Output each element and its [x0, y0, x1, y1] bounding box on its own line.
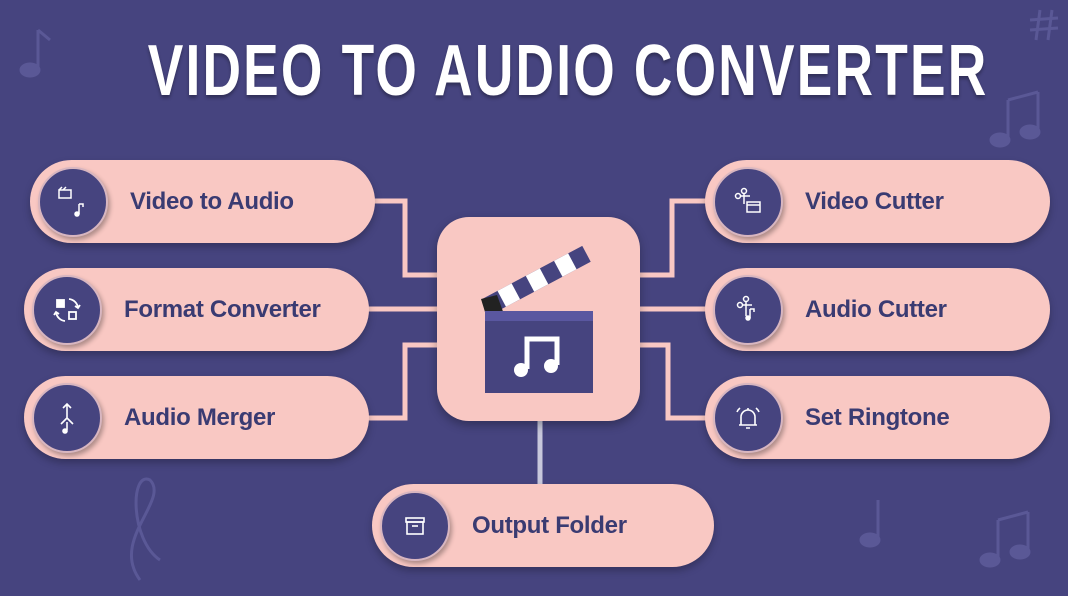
- merge-icon: [32, 382, 102, 453]
- video-to-audio-icon: [38, 166, 108, 237]
- music-note-icon: [989, 90, 1041, 148]
- bell-icon: [713, 382, 783, 453]
- feature-video-cutter[interactable]: Video Cutter: [705, 160, 1050, 243]
- feature-label: Set Ringtone: [805, 403, 950, 431]
- feature-video-to-audio[interactable]: Video to Audio: [30, 160, 375, 243]
- feature-label: Audio Cutter: [805, 295, 947, 323]
- music-note-icon: [859, 500, 881, 548]
- sharp-icon: [1029, 9, 1059, 41]
- feature-label: Video to Audio: [130, 187, 294, 215]
- folder-icon: [380, 490, 450, 561]
- feature-label: Format Converter: [124, 295, 321, 323]
- feature-label: Audio Merger: [124, 403, 276, 431]
- music-note-icon: [19, 28, 51, 78]
- format-convert-icon: [32, 274, 102, 345]
- page-title: VIDEO TO AUDIO CONVERTER: [147, 31, 989, 111]
- audio-cut-icon: [713, 274, 783, 345]
- feature-output-folder[interactable]: Output Folder: [372, 484, 714, 567]
- feature-audio-merger[interactable]: Audio Merger: [24, 376, 369, 459]
- feature-set-ringtone[interactable]: Set Ringtone: [705, 376, 1050, 459]
- feature-label: Video Cutter: [805, 187, 944, 215]
- music-note-icon: [979, 510, 1031, 568]
- title-wrap: VIDEO TO AUDIO CONVERTER: [0, 30, 1068, 112]
- app-logo: [437, 217, 640, 421]
- clapperboard-music-icon: [481, 245, 593, 393]
- feature-format-converter[interactable]: Format Converter: [24, 268, 369, 351]
- video-cut-icon: [713, 166, 783, 237]
- music-note-icon: [130, 477, 161, 581]
- feature-label: Output Folder: [472, 511, 627, 539]
- feature-audio-cutter[interactable]: Audio Cutter: [705, 268, 1050, 351]
